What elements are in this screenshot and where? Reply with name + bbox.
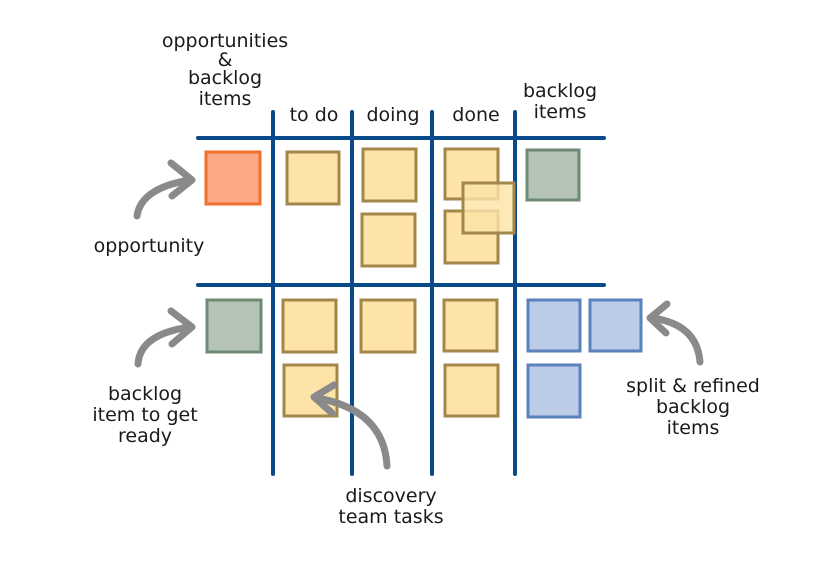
header-line: opportunities <box>161 30 289 52</box>
header-done: done <box>452 104 500 126</box>
annotation-line: backlog <box>107 383 183 405</box>
arrow-backlog-item-to-get-ready <box>134 307 196 368</box>
annotation-line: item to get <box>92 404 198 426</box>
annotation-split-refined-backlog-items: split & refined backlog items <box>602 376 784 439</box>
opportunity-note <box>204 150 262 206</box>
arrow-opportunity <box>133 159 196 220</box>
header-line: & <box>217 49 233 71</box>
header-line: backlog <box>522 80 598 102</box>
backlog-item-note <box>525 148 581 202</box>
refined-backlog-note <box>526 298 582 353</box>
doing-task-note <box>361 147 418 203</box>
annotation-line: team tasks <box>338 506 444 528</box>
annotation-line: backlog <box>655 396 731 418</box>
todo-task-note <box>285 150 341 206</box>
header-line: backlog <box>187 67 263 89</box>
board-grid <box>196 110 606 476</box>
annotation-line: ready <box>117 425 173 447</box>
header-to-do: to do <box>289 104 339 126</box>
header-doing: doing <box>366 104 420 126</box>
refined-backlog-note <box>526 363 582 419</box>
header-line: items <box>533 101 587 123</box>
header-backlog-items: backlog items <box>510 81 610 123</box>
doing-task-note <box>360 212 417 268</box>
arrow-discovery-tasks <box>310 381 391 470</box>
done-task-note <box>442 298 499 353</box>
annotation-opportunity: opportunity <box>93 235 205 257</box>
annotation-arrows <box>133 159 704 470</box>
todo-task-note <box>281 298 338 354</box>
annotation-discovery-team-tasks: discovery team tasks <box>318 486 464 528</box>
doing-task-note <box>359 298 417 354</box>
annotation-backlog-item-to-get-ready: backlog item to get ready <box>70 384 220 447</box>
annotation-line: split & refined <box>626 375 760 397</box>
done-task-note <box>443 363 500 418</box>
annotation-line: discovery <box>345 485 437 507</box>
annotation-line: items <box>666 417 720 439</box>
refined-backlog-note <box>588 298 643 353</box>
header-line: items <box>198 88 252 110</box>
backlog-item-to-get-ready-note <box>205 298 263 354</box>
header-opportunities-backlog-items: opportunities & backlog items <box>138 31 312 110</box>
done-task-note-overlapping <box>461 181 516 235</box>
sticky-notes <box>204 147 643 419</box>
arrow-split-refined <box>646 300 704 366</box>
